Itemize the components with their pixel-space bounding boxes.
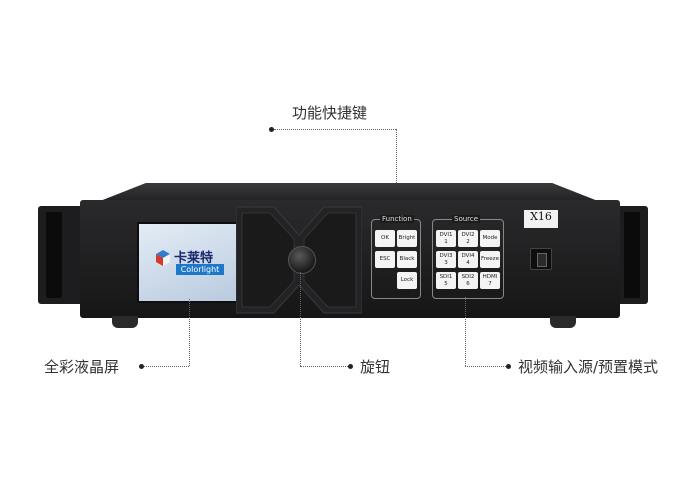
callout-dot [348,364,353,369]
power-rocker-icon [537,253,547,267]
left-foot [112,316,138,328]
callout-knob: 旋钮 [360,358,391,376]
callout-lcd-screen: 全彩液晶屏 [44,358,120,376]
key-esc[interactable]: ESC [375,251,395,268]
rotary-knob[interactable] [288,246,316,274]
callout-dot [506,364,511,369]
callout-line [144,366,189,367]
function-group-title: Function [380,215,414,223]
callout-dot [269,127,274,132]
right-foot [550,316,576,328]
callout-line [300,272,301,366]
key-bright[interactable]: Bright [397,230,417,247]
key-lock[interactable]: Lock [397,272,417,289]
callout-line [465,297,466,366]
chassis-top [95,183,603,203]
source-group-title: Source [452,215,481,223]
callout-line [189,299,190,366]
key-mode[interactable]: Mode [480,230,500,247]
callout-line [396,129,397,229]
key-black[interactable]: Black [397,251,417,268]
power-switch[interactable] [530,248,552,270]
key-freeze[interactable]: Freeze [480,251,500,268]
lcd-screen: 卡莱特 Colorlight [137,222,238,303]
colorlight-logo-icon [156,250,170,266]
model-label: X16 [524,210,558,228]
left-rack-ear [38,206,84,304]
callout-line [465,366,506,367]
callout-line [274,129,396,130]
logo-chinese-name: 卡莱特 [174,251,214,266]
callout-video-input: 视频输入源/预置模式 [518,358,659,376]
callout-dot [139,364,144,369]
callout-line [300,366,348,367]
key-ok[interactable]: OK [375,230,395,247]
logo-english-name: Colorlight [176,264,224,275]
callout-function-keys: 功能快捷键 [292,104,368,122]
